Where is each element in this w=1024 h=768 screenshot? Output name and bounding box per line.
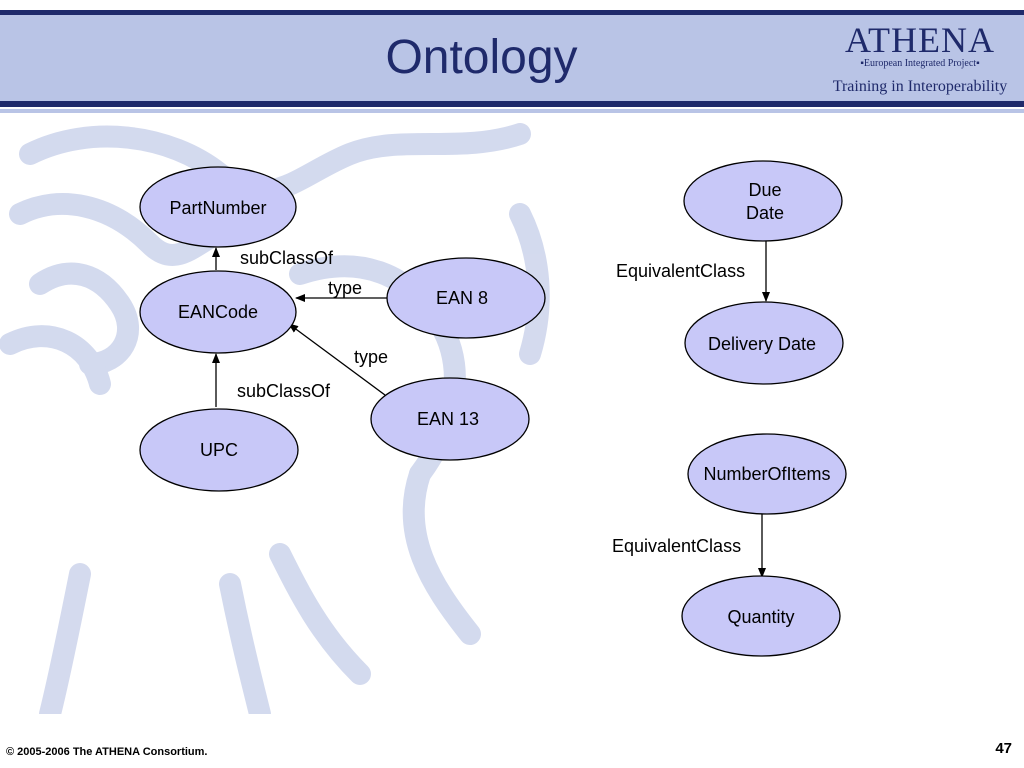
node-label-line1: Due <box>748 180 781 200</box>
edge-label-subclassof-bottom: subClassOf <box>237 381 331 401</box>
logo-tagline: Training in Interoperability <box>832 78 1008 95</box>
header-rule <box>0 101 1024 107</box>
node-label: NumberOfItems <box>703 464 830 484</box>
edge-label-type-ean13: type <box>354 347 388 367</box>
node-ean8: EAN 8 <box>386 257 546 339</box>
node-ean13: EAN 13 <box>370 377 530 461</box>
logo-name: ATHENA <box>845 20 995 60</box>
node-deliverydate: Delivery Date <box>684 301 844 385</box>
page-number: 47 <box>995 740 1012 757</box>
edge-ean13-eancode <box>288 323 386 396</box>
node-label: EAN 8 <box>436 288 488 308</box>
edge-label-equivalentclass-bottom: EquivalentClass <box>612 536 741 556</box>
header-rule-light <box>0 109 1024 113</box>
node-label-line2: Date <box>746 203 784 223</box>
node-partnumber: PartNumber <box>139 166 297 248</box>
node-duedate: Due Date <box>683 160 843 242</box>
node-label: UPC <box>200 440 238 460</box>
node-label: EAN 13 <box>417 409 479 429</box>
node-numberofitems: NumberOfItems <box>687 433 847 515</box>
node-label: EANCode <box>178 302 258 322</box>
node-label: Quantity <box>727 607 794 627</box>
edge-label-equivalentclass-top: EquivalentClass <box>616 261 745 281</box>
copyright-notice: © 2005-2006 The ATHENA Consortium. <box>6 746 208 758</box>
slide-title: Ontology <box>385 31 578 84</box>
edge-label-subclassof-top: subClassOf <box>240 248 334 268</box>
node-quantity: Quantity <box>681 575 841 657</box>
logo-project: ▪European Integrated Project▪ <box>860 58 980 69</box>
athena-logo: ATHENA ▪European Integrated Project▪ Tra… <box>822 22 1018 96</box>
node-label: PartNumber <box>169 198 266 218</box>
node-upc: UPC <box>139 408 299 492</box>
node-eancode: EANCode <box>139 270 297 354</box>
edge-label-type-ean8: type <box>328 278 362 298</box>
header-band <box>0 10 1024 103</box>
node-label: Delivery Date <box>708 334 816 354</box>
